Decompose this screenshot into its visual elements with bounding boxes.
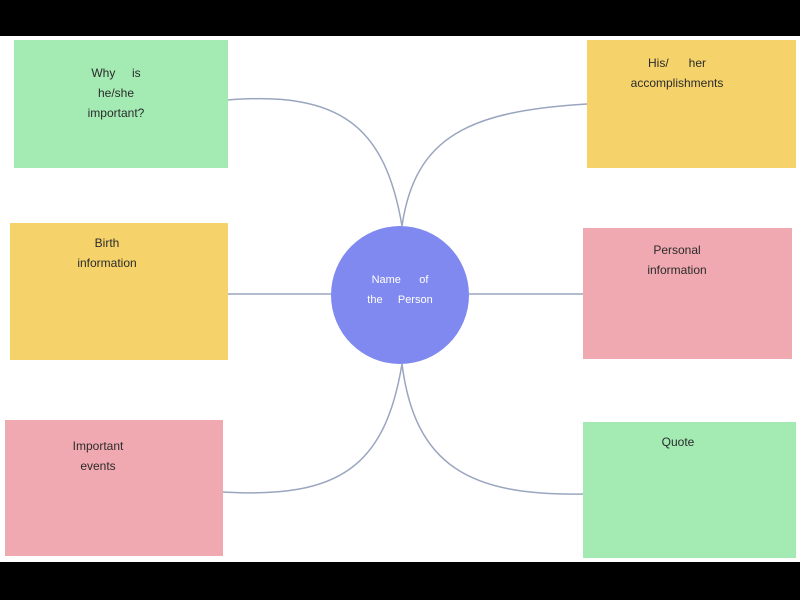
- connector-layer: [222, 97, 588, 495]
- node-why-important-label: Why is he/she important?: [87, 66, 145, 120]
- connector-accomplishments: [401, 103, 588, 227]
- node-birth-information-label: Birth information: [77, 236, 137, 270]
- central-node[interactable]: Name of the Person: [331, 226, 469, 364]
- node-personal-information-label: Personal information: [647, 243, 707, 277]
- connector-why: [227, 97, 403, 227]
- node-personal-information[interactable]: Personal information: [583, 228, 792, 359]
- node-important-events[interactable]: Important events: [5, 420, 223, 556]
- central-node-label: Name of the Person: [367, 274, 433, 306]
- node-quote[interactable]: Quote: [583, 422, 796, 558]
- node-accomplishments[interactable]: His/ her accomplishments: [587, 40, 796, 168]
- node-important-events-label: Important events: [72, 439, 124, 473]
- node-accomplishments-label: His/ her accomplishments: [630, 56, 724, 90]
- node-quote-label: Quote: [661, 435, 695, 449]
- node-birth-information[interactable]: Birth information: [10, 223, 228, 360]
- mind-map-canvas: Why is he/she important? Birth informati…: [0, 36, 800, 562]
- connector-events: [222, 363, 403, 494]
- connector-quote: [401, 363, 584, 495]
- node-why-important[interactable]: Why is he/she important?: [14, 40, 228, 168]
